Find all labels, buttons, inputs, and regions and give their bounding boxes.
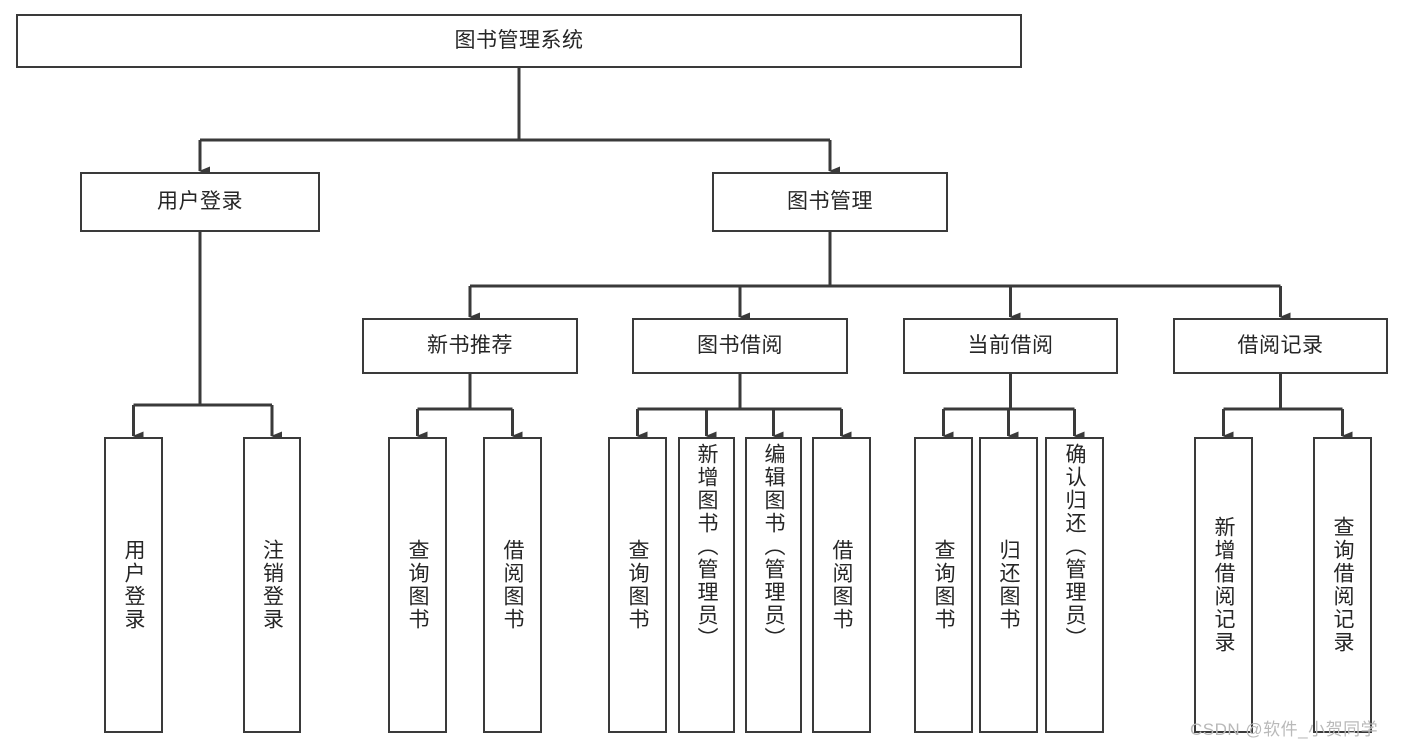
node-leaf-logout-label: 注销登录 (260, 539, 284, 631)
node-root-label: 图书管理系统 (454, 28, 584, 52)
node-borrow-record-label: 借阅记录 (1237, 333, 1324, 357)
node-leaf-logout[interactable]: 注销登录 (243, 437, 301, 733)
node-new-book-rec-label: 新书推荐 (427, 333, 513, 357)
node-leaf-query-book-1[interactable]: 查询图书 (388, 437, 447, 733)
node-leaf-user-login[interactable]: 用户登录 (104, 437, 163, 733)
node-leaf-return-book-label: 归还图书 (997, 539, 1020, 631)
node-root[interactable]: 图书管理系统 (16, 14, 1022, 68)
node-leaf-query-book-2[interactable]: 查询图书 (608, 437, 667, 733)
node-leaf-user-login-label: 用户登录 (122, 539, 145, 631)
node-book-manage-label: 图书管理 (787, 189, 873, 213)
node-leaf-query-book-3[interactable]: 查询图书 (914, 437, 973, 733)
node-leaf-borrow-book-2-label: 借阅图书 (830, 539, 853, 631)
node-new-book-rec[interactable]: 新书推荐 (362, 318, 578, 374)
node-current-borrow-label: 当前借阅 (967, 333, 1054, 357)
node-user-login-label: 用户登录 (157, 189, 243, 213)
node-leaf-edit-book-label: 编辑图书（管理员） (762, 443, 785, 650)
node-book-borrow-label: 图书借阅 (697, 333, 783, 357)
node-leaf-borrow-book-2[interactable]: 借阅图书 (812, 437, 871, 733)
node-leaf-query-record[interactable]: 查询借阅记录 (1313, 437, 1372, 733)
node-leaf-query-book-1-label: 查询图书 (406, 539, 429, 631)
node-leaf-add-record-label: 新增借阅记录 (1212, 516, 1235, 654)
node-leaf-edit-book[interactable]: 编辑图书（管理员） (745, 437, 802, 733)
node-leaf-borrow-book-1[interactable]: 借阅图书 (483, 437, 542, 733)
node-leaf-query-record-label: 查询借阅记录 (1331, 516, 1354, 654)
node-leaf-query-book-2-label: 查询图书 (626, 539, 649, 631)
node-leaf-borrow-book-1-label: 借阅图书 (501, 539, 524, 631)
node-leaf-add-record[interactable]: 新增借阅记录 (1194, 437, 1253, 733)
node-leaf-query-book-3-label: 查询图书 (932, 539, 955, 631)
node-book-manage[interactable]: 图书管理 (712, 172, 948, 232)
watermark: CSDN @软件_小贺同学 (1190, 720, 1379, 739)
node-leaf-add-book-label: 新增图书（管理员） (695, 443, 718, 650)
node-borrow-record[interactable]: 借阅记录 (1173, 318, 1388, 374)
node-leaf-confirm-return-label: 确认归还（管理员） (1063, 443, 1086, 650)
node-leaf-add-book[interactable]: 新增图书（管理员） (678, 437, 735, 733)
node-leaf-confirm-return[interactable]: 确认归还（管理员） (1045, 437, 1104, 733)
node-current-borrow[interactable]: 当前借阅 (903, 318, 1118, 374)
node-book-borrow[interactable]: 图书借阅 (632, 318, 848, 374)
node-leaf-return-book[interactable]: 归还图书 (979, 437, 1038, 733)
node-user-login[interactable]: 用户登录 (80, 172, 320, 232)
